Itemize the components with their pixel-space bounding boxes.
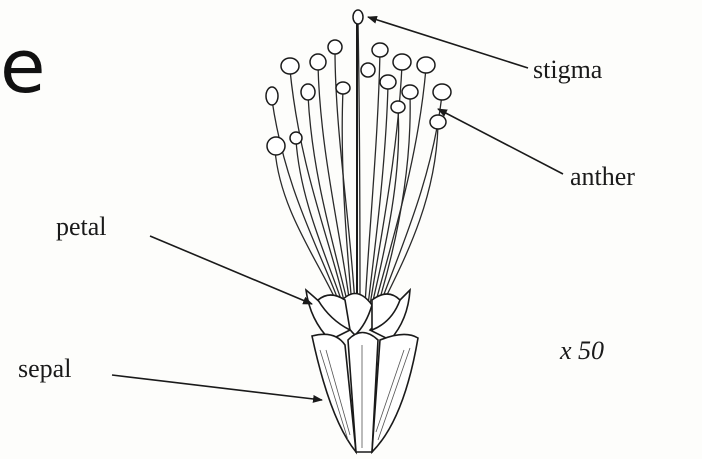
anther-pointer xyxy=(438,109,563,174)
sepals xyxy=(312,333,418,453)
label-petal: petal xyxy=(56,214,107,240)
petal-pointer xyxy=(150,236,312,304)
stigma-tip xyxy=(353,10,363,24)
cut-off-text: e xyxy=(0,30,46,104)
stigma-pointer xyxy=(368,17,528,68)
sepal-pointer xyxy=(112,375,322,400)
magnification-label: x 50 xyxy=(560,338,604,364)
label-stigma: stigma xyxy=(533,57,602,83)
label-anther: anther xyxy=(570,164,635,190)
label-sepal: sepal xyxy=(18,356,71,382)
